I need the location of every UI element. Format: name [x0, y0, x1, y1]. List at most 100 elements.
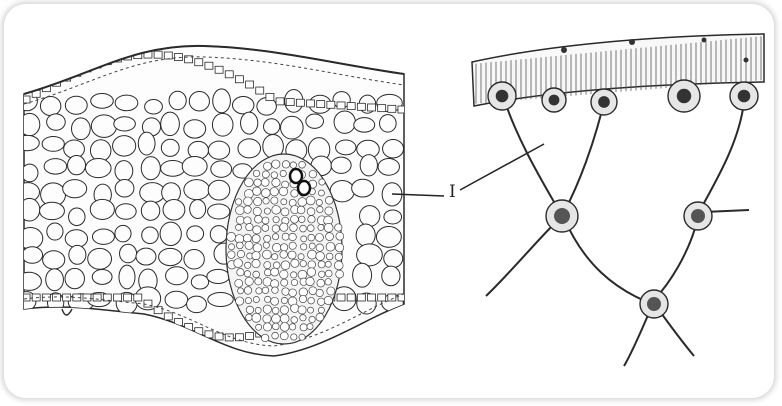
mesophyll-cell	[65, 268, 84, 288]
mesophyll-cell	[161, 112, 180, 136]
mesophyll-cell	[91, 93, 114, 108]
left-leaf-section	[15, 46, 406, 356]
mesophyll-cell	[19, 198, 39, 221]
mesophyll-cell	[47, 114, 66, 130]
mesophyll-cell	[47, 223, 63, 240]
mesophyll-cell	[334, 111, 355, 133]
mesophyll-cell	[384, 250, 403, 268]
mesophyll-cell	[90, 199, 114, 219]
mesophyll-cell	[90, 140, 111, 161]
vascular-bundle	[226, 154, 344, 344]
mesophyll-cell	[184, 120, 206, 138]
mesophyll-cell	[376, 227, 401, 248]
mesophyll-cell	[15, 135, 39, 150]
mesophyll-cell	[160, 222, 181, 245]
mesophyll-cell	[44, 159, 67, 175]
stoma	[62, 309, 72, 315]
right-aerenchyma-section	[472, 34, 764, 366]
mesophyll-cell	[46, 269, 64, 291]
mesophyll-cell	[163, 199, 185, 220]
mesophyll-cell	[360, 155, 377, 176]
mesophyll-cell	[115, 161, 133, 182]
mesophyll-cell	[65, 230, 87, 248]
mesophyll-cell	[208, 180, 230, 200]
mesophyll-cell	[184, 250, 204, 269]
mesophyll-cell	[40, 96, 60, 115]
mesophyll-cell	[208, 141, 229, 159]
mesophyll-cell	[114, 117, 136, 131]
mesophyll-cell	[142, 227, 159, 244]
mesophyll-cell	[336, 140, 356, 155]
mesophyll-cell	[42, 136, 64, 151]
mesophyll-cell	[136, 248, 156, 265]
mesophyll-cell	[43, 251, 65, 269]
mesophyll-cell	[161, 139, 179, 156]
mesophyll-cell	[69, 245, 86, 264]
mesophyll-cell	[17, 272, 42, 290]
callout-line-right	[460, 144, 544, 190]
xylem-vessel	[290, 169, 302, 183]
mesophyll-cell	[380, 115, 397, 133]
septa	[486, 99, 749, 366]
mesophyll-cell	[353, 263, 372, 287]
mesophyll-cell	[241, 112, 258, 134]
mesophyll-cell	[211, 161, 232, 178]
mesophyll-cell	[115, 225, 131, 241]
mesophyll-cell	[182, 156, 207, 176]
mesophyll-cell	[120, 244, 137, 263]
mesophyll-cell	[115, 180, 134, 198]
mesophyll-cell	[92, 229, 114, 244]
mesophyll-cell	[360, 206, 380, 227]
mesophyll-cell	[281, 116, 304, 139]
mesophyll-cell	[189, 91, 209, 111]
mesophyll-cell	[356, 224, 375, 246]
figure-frame: I	[4, 4, 774, 398]
mesophyll-cell	[207, 269, 230, 283]
mesophyll-cell	[208, 204, 230, 219]
mesophyll-cell	[63, 180, 87, 198]
mesophyll-cell	[382, 266, 400, 286]
mesophyll-cell	[210, 226, 227, 243]
junction-vascular-nodes	[546, 200, 712, 318]
mesophyll-cell	[166, 267, 188, 285]
mesophyll-cell	[264, 119, 280, 135]
mesophyll-cell	[72, 118, 91, 140]
xylem-vessel	[298, 181, 310, 195]
mesophyll-cell	[68, 156, 86, 175]
mesophyll-cell	[357, 244, 383, 266]
mesophyll-cell	[331, 157, 351, 173]
mesophyll-cell	[141, 201, 159, 220]
mesophyll-cell	[119, 265, 135, 289]
mesophyll-cell	[354, 118, 375, 133]
mesophyll-cell	[190, 200, 206, 219]
mesophyll-cell	[184, 180, 210, 200]
mesophyll-cell	[19, 113, 39, 135]
mesophyll-cell	[212, 113, 233, 136]
mesophyll-cell	[92, 269, 112, 284]
mesophyll-cell	[145, 100, 163, 115]
mesophyll-cell	[187, 226, 204, 241]
mesophyll-cell	[238, 139, 261, 158]
mesophyll-cell	[213, 89, 231, 113]
mesophyll-cell	[232, 97, 253, 114]
mesophyll-cell	[191, 275, 208, 289]
mesophyll-cell	[383, 140, 404, 158]
mesophyll-cell	[159, 248, 182, 265]
mesophyll-cell	[115, 95, 138, 111]
mesophyll-cell	[116, 204, 137, 220]
mesophyll-cell	[208, 293, 233, 307]
mesophyll-cell	[18, 228, 42, 250]
mesophyll-cell	[91, 115, 116, 138]
callout-label: I	[449, 182, 456, 202]
mesophyll-cell	[40, 202, 65, 219]
mesophyll-cell	[141, 157, 160, 180]
mesophyll-cell	[88, 248, 112, 269]
mesophyll-cell	[306, 114, 324, 128]
mesophyll-cell	[69, 208, 86, 226]
mesophyll-cell	[65, 96, 87, 114]
mesophyll-cell	[140, 183, 165, 203]
mesophyll-cell	[187, 296, 207, 312]
mesophyll-cell	[22, 247, 43, 264]
mesophyll-cell	[384, 210, 402, 224]
mesophyll-cell	[378, 158, 399, 175]
